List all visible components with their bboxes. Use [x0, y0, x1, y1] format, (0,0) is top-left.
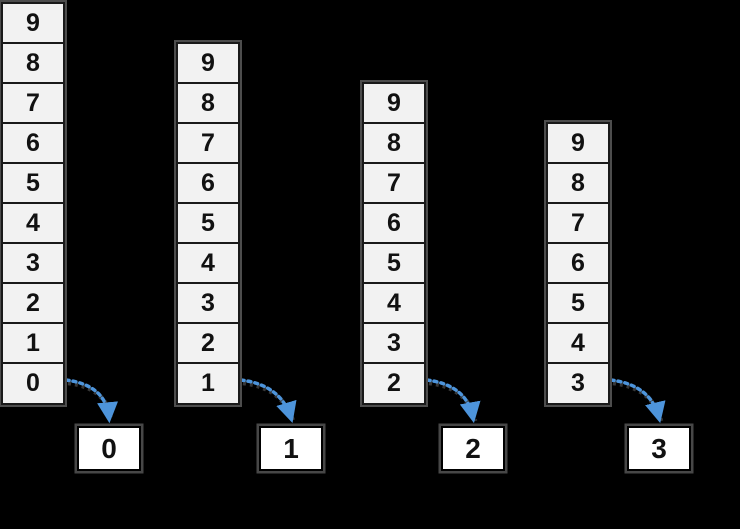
- stack-cell: 2: [176, 322, 240, 365]
- stack-cell: 9: [546, 122, 610, 165]
- stack-cell: 1: [176, 362, 240, 405]
- stack-cell: 4: [546, 322, 610, 365]
- output-box-2: 2: [441, 426, 505, 471]
- stack-cell: 8: [176, 82, 240, 125]
- stack-cell: 6: [176, 162, 240, 205]
- stack-cell: 7: [362, 162, 426, 205]
- stack-cell: 2: [362, 362, 426, 405]
- pop-arrow-shadow: [612, 380, 664, 422]
- pop-arrow-shadow: [67, 380, 114, 422]
- stack-cell: 7: [546, 202, 610, 245]
- stack-cell: 8: [362, 122, 426, 165]
- stack-cell: 9: [1, 2, 65, 45]
- stack-cell: 4: [1, 202, 65, 245]
- stack-cell: 5: [362, 242, 426, 285]
- stack-cell: 6: [1, 122, 65, 165]
- stack-cell: 5: [546, 282, 610, 325]
- stack-cell: 3: [546, 362, 610, 405]
- pop-arrow-shadow: [242, 380, 296, 422]
- stack-cell: 3: [362, 322, 426, 365]
- stack-cell: 8: [546, 162, 610, 205]
- stack-cell: 5: [176, 202, 240, 245]
- pop-arrow-0: [64, 378, 119, 424]
- pop-arrow-2: [425, 378, 481, 424]
- stack-cell: 8: [1, 42, 65, 85]
- stack-cell: 7: [176, 122, 240, 165]
- stack-cell: 9: [362, 82, 426, 125]
- stack-cell: 2: [1, 282, 65, 325]
- pop-arrow-1: [239, 378, 297, 424]
- stack-cell: 7: [1, 82, 65, 125]
- pop-arrow-3: [609, 378, 666, 424]
- stack-cell: 3: [176, 282, 240, 325]
- stack-cell: 9: [176, 42, 240, 85]
- output-box-3: 3: [627, 426, 691, 471]
- stack-cell: 3: [1, 242, 65, 285]
- output-box-0: 0: [77, 426, 141, 471]
- stack-cell: 6: [546, 242, 610, 285]
- pop-arrow-shadow: [428, 380, 478, 422]
- stack-cell: 6: [362, 202, 426, 245]
- output-box-1: 1: [259, 426, 323, 471]
- stack-cell: 5: [1, 162, 65, 205]
- stack-cell: 4: [176, 242, 240, 285]
- stack-cell: 0: [1, 362, 65, 405]
- stack-cell: 4: [362, 282, 426, 325]
- stack-cell: 1: [1, 322, 65, 365]
